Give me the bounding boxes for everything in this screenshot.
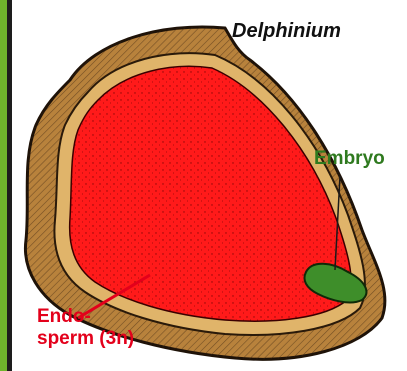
endosperm-label: Endo- sperm (3n) <box>37 306 134 350</box>
embryo-label: Embryo <box>314 148 385 170</box>
endosperm-label-line1: Endo- <box>37 306 134 328</box>
diagram-title: Delphinium <box>232 20 341 43</box>
endosperm-label-line2: sperm (3n) <box>37 328 134 350</box>
